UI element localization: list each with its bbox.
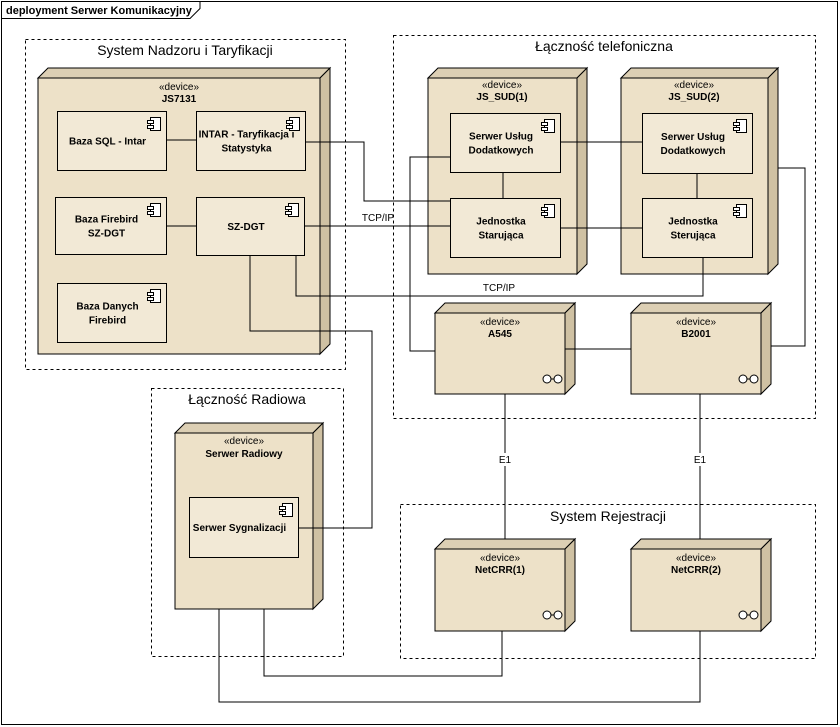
node-b2001[interactable]: «device» B2001	[629, 301, 773, 396]
node-serwer-radiowy-stereotype: «device»	[224, 436, 264, 447]
device-icon	[738, 610, 759, 620]
component-icon	[147, 289, 161, 303]
node-js-sud2-name: JS_SUD(2)	[668, 92, 719, 103]
node-b2001-name: B2001	[681, 329, 711, 340]
group-telefon-title: Łączność telefoniczna	[535, 38, 673, 54]
node-b2001-stereotype: «device»	[676, 317, 716, 328]
group-telefon: Łączność telefoniczna	[393, 35, 816, 419]
frame-title: deployment Serwer Komunikacyjny	[6, 5, 193, 17]
component-icon	[286, 117, 300, 131]
node-netcrr2[interactable]: «device» NetCRR(2)	[629, 537, 773, 633]
component-label: Jednostka	[476, 217, 526, 228]
link-intar-jednostka1	[305, 141, 450, 202]
node-js7131-name: JS7131	[162, 94, 197, 105]
frame-title-tab	[1, 1, 201, 19]
link-uslug1-a545	[409, 156, 450, 352]
link-szdgt-jednostka2-tcp	[295, 255, 704, 297]
component-sygnalizacji[interactable]: Serwer Sygnalizacji	[189, 497, 299, 558]
group-rejestracja-title: System Rejestracji	[550, 508, 666, 524]
group-radio-title: Łączność Radiowa	[188, 391, 306, 407]
edge-label-e1-right: E1	[694, 455, 707, 466]
link-radiowy-netcrr1	[263, 609, 503, 677]
component-label: Firebird	[89, 316, 126, 327]
component-label: Serwer Usług	[469, 132, 533, 143]
node-netcrr1-stereotype: «device»	[480, 553, 520, 564]
connectors	[166, 139, 806, 703]
node-serwer-radiowy-name: Serwer Radiowy	[205, 449, 283, 460]
component-label: Baza Firebird	[75, 215, 138, 226]
component-icon	[733, 119, 747, 133]
node-js-sud1-name: JS_SUD(1)	[476, 92, 527, 103]
node-a545-name: A545	[488, 329, 512, 340]
component-label: Baza SQL - Intar	[69, 137, 146, 148]
link-jssud2-b2001	[771, 167, 806, 347]
component-label: Starująca	[478, 231, 523, 242]
node-js-sud2-stereotype: «device»	[674, 80, 714, 91]
device-icon	[738, 374, 759, 384]
component-label: Sterująca	[670, 231, 715, 242]
edge-label-tcp2: TCP/IP	[483, 283, 516, 294]
component-icon	[147, 117, 161, 131]
component-label: Jednostka	[668, 217, 718, 228]
device-icon	[542, 610, 563, 620]
component-label: Baza Danych	[76, 302, 138, 313]
device-icon	[542, 374, 563, 384]
edge-label-tcp1: TCP/IP	[362, 213, 395, 224]
link-radiowy-netcrr2	[218, 609, 701, 703]
component-icon	[541, 204, 555, 218]
component-icon	[279, 503, 293, 517]
component-label: INTAR - Taryfikacja i	[199, 130, 295, 141]
node-netcrr1[interactable]: «device» NetCRR(1)	[433, 537, 577, 633]
component-icon	[147, 203, 161, 217]
node-a545[interactable]: «device» A545	[433, 301, 577, 396]
component-label: SZ-DGT	[88, 229, 125, 240]
component-label: Dodatkowych	[468, 146, 533, 157]
component-label: SZ-DGT	[227, 222, 264, 233]
component-label: Serwer Usług	[661, 132, 725, 143]
component-baza-sql[interactable]: Baza SQL - Intar	[57, 111, 167, 171]
group-nadzor: System Nadzoru i Taryfikacji	[25, 39, 346, 370]
node-js7131-stereotype: «device»	[159, 82, 199, 93]
group-rejestracja: System Rejestracji	[400, 504, 816, 659]
component-icon	[541, 119, 555, 133]
edge-label-e1-left: E1	[499, 455, 512, 466]
component-szdgt[interactable]: SZ-DGT	[196, 197, 305, 256]
node-netcrr2-name: NetCRR(2)	[671, 565, 721, 576]
node-netcrr1-name: NetCRR(1)	[475, 565, 525, 576]
component-icon	[733, 204, 747, 218]
link-szdgt-sygnalizacji	[249, 255, 373, 529]
group-nadzor-title: System Nadzoru i Taryfikacji	[97, 42, 273, 58]
component-icon	[285, 203, 299, 217]
node-js-sud1-stereotype: «device»	[482, 80, 522, 91]
components-layer: Baza SQL - Intar INTAR - Taryfikacja i Sta…	[55, 111, 753, 558]
component-label: Dodatkowych	[660, 146, 725, 157]
group-radio: Łączność Radiowa	[151, 388, 344, 657]
node-a545-stereotype: «device»	[480, 317, 520, 328]
component-intar[interactable]: INTAR - Taryfikacja i Statystyka	[196, 111, 306, 171]
component-label: Statystyka	[221, 144, 271, 155]
node-netcrr2-stereotype: «device»	[676, 553, 716, 564]
component-label: Serwer Sygnalizacji	[193, 523, 287, 534]
